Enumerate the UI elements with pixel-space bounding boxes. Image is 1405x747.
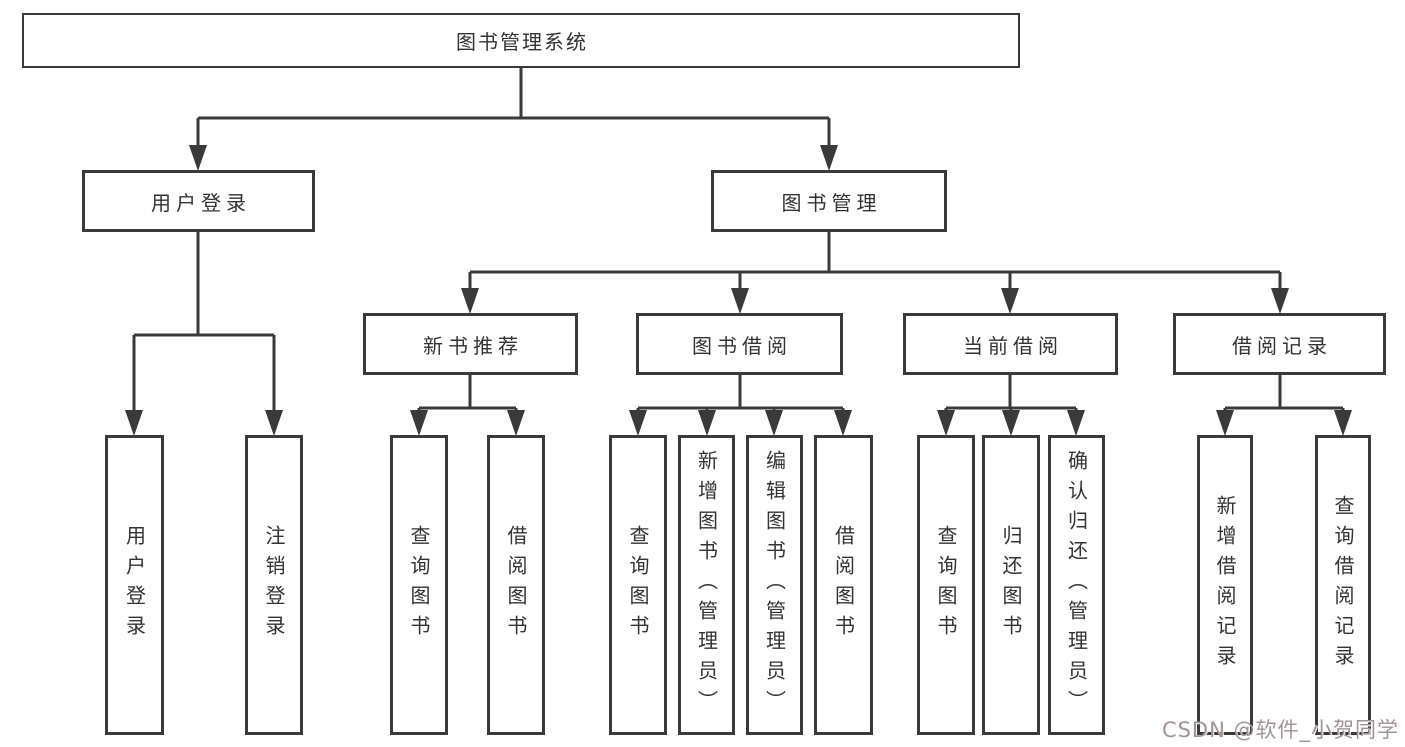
node-user-login: 用户登录 bbox=[82, 170, 315, 232]
node-new-book-recommend: 新书推荐 bbox=[363, 313, 578, 375]
leaf-label: 借阅图书 bbox=[504, 525, 528, 645]
leaf-confirm-return-admin: 确认归还（管理员） bbox=[1048, 435, 1105, 735]
leaf-logout: 注销登录 bbox=[245, 435, 303, 735]
leaf-label: 注销登录 bbox=[262, 525, 286, 645]
arrow-icon bbox=[1001, 288, 1019, 314]
arrow-icon bbox=[189, 145, 207, 171]
leaf-label: 查询图书 bbox=[934, 525, 958, 645]
arrow-icon bbox=[765, 410, 783, 436]
leaf-edit-books-admin: 编辑图书（管理员） bbox=[746, 435, 803, 735]
leaf-label: 归还图书 bbox=[999, 525, 1023, 645]
leaf-borrow-books-recommend: 借阅图书 bbox=[487, 435, 545, 735]
leaf-label: 查询图书 bbox=[407, 525, 431, 645]
arrow-icon bbox=[834, 410, 852, 436]
connector-bookmgmt-to-level3 bbox=[468, 232, 1282, 293]
arrow-icon bbox=[820, 145, 838, 171]
leaf-query-borrow-record: 查询借阅记录 bbox=[1315, 435, 1371, 735]
arrow-icon bbox=[1216, 410, 1234, 436]
leaf-borrow-books: 借阅图书 bbox=[814, 435, 873, 735]
arrow-icon bbox=[461, 288, 479, 314]
node-root-system: 图书管理系统 bbox=[22, 13, 1020, 68]
arrow-icon bbox=[265, 410, 283, 436]
leaf-query-books-recommend: 查询图书 bbox=[390, 435, 448, 735]
connector-userlogin-to-leaves bbox=[132, 232, 276, 415]
arrow-icon bbox=[1271, 288, 1289, 314]
arrow-icon bbox=[125, 410, 143, 436]
leaf-return-books: 归还图书 bbox=[982, 435, 1040, 735]
arrow-icon bbox=[1067, 410, 1085, 436]
leaf-query-books-borrow: 查询图书 bbox=[609, 435, 667, 735]
csdn-watermark: CSDN @软件_小贺同学 bbox=[1161, 718, 1399, 742]
leaf-query-books-current: 查询图书 bbox=[917, 435, 975, 735]
leaf-user-login: 用户登录 bbox=[105, 435, 164, 735]
arrow-icon bbox=[410, 410, 428, 436]
arrow-icon bbox=[731, 288, 749, 314]
node-borrow-records: 借阅记录 bbox=[1173, 313, 1386, 375]
node-book-management: 图书管理 bbox=[711, 170, 947, 232]
connector-root-to-level2 bbox=[196, 68, 831, 150]
leaf-label: 查询借阅记录 bbox=[1331, 495, 1355, 675]
connector-records-to-leaves bbox=[1223, 375, 1345, 415]
connector-borrow-to-leaves bbox=[636, 375, 845, 415]
leaf-label: 查询图书 bbox=[626, 525, 650, 645]
arrow-icon bbox=[507, 410, 525, 436]
leaf-label: 确认归还（管理员） bbox=[1064, 450, 1089, 720]
arrow-icon bbox=[1002, 410, 1020, 436]
leaf-add-borrow-record: 新增借阅记录 bbox=[1197, 435, 1253, 735]
leaf-add-books-admin: 新增图书（管理员） bbox=[678, 435, 735, 735]
node-book-borrow: 图书借阅 bbox=[636, 313, 843, 375]
arrow-icon bbox=[629, 410, 647, 436]
node-current-borrow: 当前借阅 bbox=[903, 313, 1118, 375]
arrow-icon bbox=[1334, 410, 1352, 436]
leaf-label: 新增借阅记录 bbox=[1213, 495, 1237, 675]
arrow-icon bbox=[698, 410, 716, 436]
leaf-label: 借阅图书 bbox=[831, 525, 856, 645]
leaf-label: 编辑图书（管理员） bbox=[762, 450, 787, 720]
connector-current-to-leaves bbox=[944, 375, 1078, 415]
leaf-label: 新增图书（管理员） bbox=[694, 450, 719, 720]
arrow-icon bbox=[937, 410, 955, 436]
leaf-label: 用户登录 bbox=[122, 525, 147, 645]
connector-recommend-to-leaves bbox=[417, 375, 518, 415]
